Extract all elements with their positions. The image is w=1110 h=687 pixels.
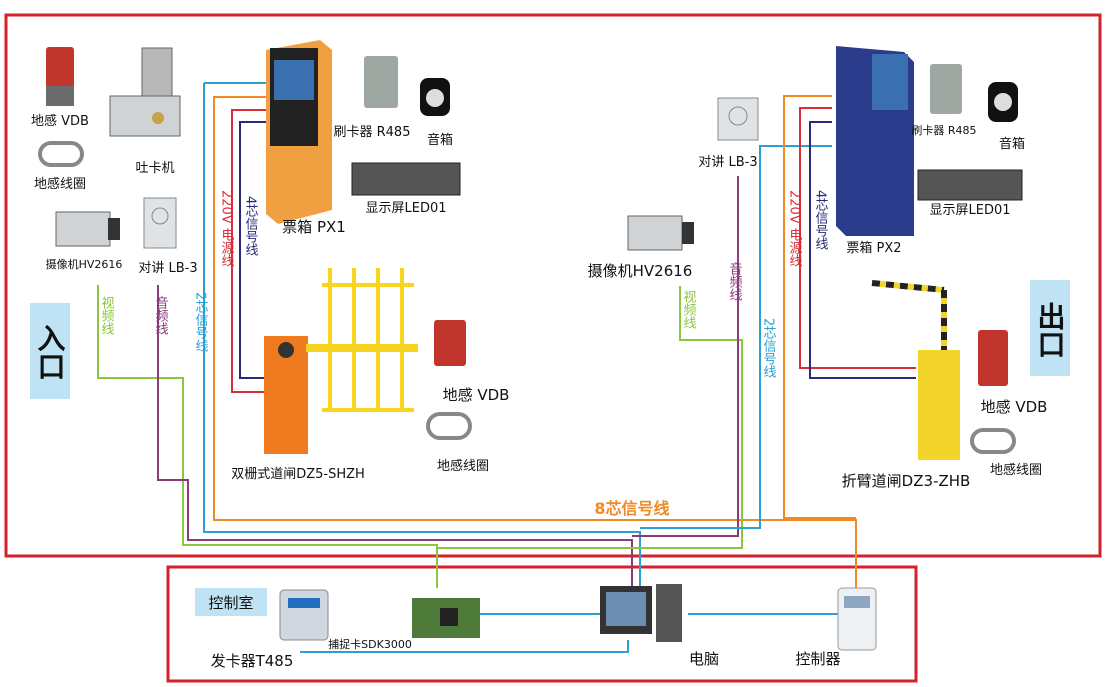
entrance-loop1-label: 地感线圈 xyxy=(34,176,86,192)
entrance-reader-label: 刷卡器 R485 xyxy=(334,125,411,140)
ticket-box-icon xyxy=(836,46,914,236)
exit-barrier-label: 折臂道闸DZ3-ZHB xyxy=(842,472,971,490)
folding-arm-barrier-icon xyxy=(871,280,960,460)
8core-wire-exit xyxy=(783,95,856,519)
entrance-intercom-label: 对讲 LB-3 xyxy=(138,261,197,276)
controller-icon xyxy=(837,587,877,651)
control-room-label: 控制室 xyxy=(208,594,253,612)
capture-card-icon xyxy=(412,598,480,638)
intercom-icon xyxy=(143,197,177,249)
exit-led-label: 显示屏LED01 xyxy=(929,203,1010,218)
card-issuer-icon xyxy=(279,589,329,641)
2core-wire-label-entrance: 2芯信号线 xyxy=(193,292,209,353)
exit-intercom-label: 对讲 LB-3 xyxy=(698,155,757,170)
led-display-icon xyxy=(917,169,1023,201)
power-wire-entrance xyxy=(231,109,266,393)
control-issuer-label: 发卡器T485 xyxy=(211,652,294,670)
8core-wire-label: 8芯信号线 xyxy=(594,499,669,518)
vdb-device-icon xyxy=(978,330,1008,386)
power-wire-label-entrance: 220V 电源线 xyxy=(219,190,235,267)
entrance-loop2-label: 地感线圈 xyxy=(437,458,489,474)
video-wire-entrance xyxy=(97,285,438,588)
loop-coil-icon xyxy=(426,412,472,440)
exit-label: 出口 xyxy=(1034,302,1067,358)
exit-vdb-label: 地感 VDB xyxy=(981,398,1048,416)
4core-wire-entrance xyxy=(239,121,266,379)
entrance-badge xyxy=(30,303,70,399)
audio-wire-label-entrance: 音频线 xyxy=(153,295,169,335)
entrance-camera-label: 摄像机HV2616 xyxy=(46,257,123,271)
speaker-icon xyxy=(420,78,450,116)
card-dispenser-icon xyxy=(109,47,181,137)
computer-icon xyxy=(600,584,682,642)
entrance-label: 入口 xyxy=(34,324,67,380)
issuer-pc-link xyxy=(300,640,629,653)
control-room-frame xyxy=(166,565,918,683)
entrance-vdb2-label: 地感 VDB xyxy=(443,386,510,404)
loop-coil-icon xyxy=(38,141,84,167)
exit-ticket-box-label: 票箱 PX2 xyxy=(846,240,901,256)
4core-wire-label-exit: 4芯信号线 xyxy=(813,190,829,251)
entrance-speaker-label: 音箱 xyxy=(427,132,453,148)
wires xyxy=(97,82,916,653)
camera-icon xyxy=(627,215,694,251)
exit-camera-label: 摄像机HV2616 xyxy=(588,262,693,280)
camera-icon xyxy=(55,211,120,247)
loop-coil-icon xyxy=(970,428,1016,454)
field-area-frame xyxy=(4,13,1102,558)
ticket-box-icon xyxy=(266,40,332,224)
audio-wire-label-exit: 音频线 xyxy=(727,261,743,301)
control-room-badge xyxy=(195,588,267,616)
exit-speaker-label: 音箱 xyxy=(999,136,1025,152)
video-wire-label-exit: 视频线 xyxy=(681,290,697,329)
video-wire-exit xyxy=(437,286,743,549)
exit-reader-label: 刷卡器 R485 xyxy=(911,124,976,137)
control-capture-label: 捕捉卡SDK3000 xyxy=(328,637,412,651)
led-display-icon xyxy=(351,162,461,196)
intercom-icon xyxy=(717,97,759,141)
vdb-device-icon xyxy=(434,320,466,366)
8core-wire-entrance xyxy=(213,96,857,588)
exit-badge xyxy=(1030,280,1070,376)
entrance-barrier-label: 双栅式道闸DZ5-SHZH xyxy=(231,467,365,482)
card-reader-icon xyxy=(364,56,398,108)
audio-wire-exit xyxy=(632,176,739,537)
4core-wire-label-entrance: 4芯信号线 xyxy=(243,196,259,257)
2core-wire-exit xyxy=(640,145,832,529)
power-wire-label-exit: 220V 电源线 xyxy=(787,190,803,267)
2core-wire-entrance xyxy=(203,83,641,588)
2core-wire-label-exit: 2芯信号线 xyxy=(761,318,777,379)
card-reader-icon xyxy=(930,64,962,114)
entrance-led-label: 显示屏LED01 xyxy=(365,201,446,216)
control-pc-label: 电脑 xyxy=(689,650,719,668)
control-controller-label: 控制器 xyxy=(795,650,840,668)
power-wire-exit xyxy=(799,107,916,369)
entrance-vdb1-label: 地感 VDB xyxy=(31,113,89,129)
double-fence-barrier-icon xyxy=(264,268,418,454)
speaker-icon xyxy=(988,82,1018,122)
exit-loop-label: 地感线圈 xyxy=(990,462,1042,478)
entrance-card-dispenser-label: 吐卡机 xyxy=(135,161,174,176)
video-wire-label-entrance: 视频线 xyxy=(99,296,115,335)
entrance-ticket-box-label: 票箱 PX1 xyxy=(282,218,346,236)
4core-wire-exit xyxy=(809,121,916,379)
vdb-device-icon xyxy=(46,47,74,106)
audio-wire-entrance xyxy=(157,285,633,588)
